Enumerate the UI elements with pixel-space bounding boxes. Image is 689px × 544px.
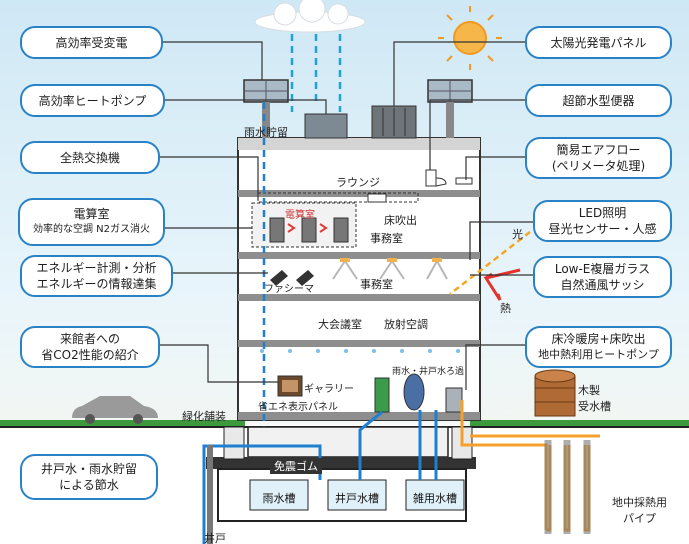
label-rain-storage: 雨水貯留 <box>244 126 288 139</box>
callout-computer-room-title: 電算室 <box>73 207 110 221</box>
callout-energy-metering-line2: エネルギーの情報達集 <box>36 277 157 291</box>
callout-lowe-glass: Low-E複層ガラス自然通風サッシ <box>533 256 672 298</box>
grass-strip-left <box>0 420 245 426</box>
callout-water-saving: 井戸水・雨水貯留による節水 <box>20 454 158 500</box>
callout-visitor-intro-line1: 来館者への <box>59 332 120 346</box>
label-gallery: ギャラリー <box>304 384 354 395</box>
callout-heat-exchanger-text: 全熱交換機 <box>59 150 120 165</box>
callout-led: LED照明昼光センサー・人感 <box>533 200 672 242</box>
label-seismic-rubber: 免震ゴム <box>270 458 322 474</box>
callout-water-saving-toilet: 超節水型便器 <box>525 84 672 117</box>
cloud-icon <box>254 0 366 33</box>
callout-floor-heating-line2: 地中熱利用ヒートポンプ <box>538 348 659 361</box>
solar-panel-left <box>243 79 289 138</box>
label-water-pump: 雨水・井戸水ろ過 <box>392 367 465 377</box>
label-computer-room: 電算室 <box>285 210 315 221</box>
callout-airflow: 簡易エアフロー (ペリメータ処理) <box>525 137 672 179</box>
callout-computer-room-sub: 効率的な空調 N2ガス消火 <box>32 224 151 235</box>
callout-heat-pump: 高効率ヒートポンプ <box>20 84 165 117</box>
callout-water-saving-line1: 井戸水・雨水貯留 <box>40 462 137 476</box>
heat-pump-unit <box>304 113 348 139</box>
connector-lines <box>160 41 533 390</box>
label-office-upper: 事務室 <box>370 232 403 245</box>
callout-lowe-glass-line2: 自然通風サッシ <box>560 278 645 292</box>
callout-airflow-line1: 簡易エアフロー <box>556 143 641 157</box>
callout-solar-panel-text: 太陽光発電パネル <box>550 35 647 50</box>
callout-energy-metering: エネルギー計測・分析エネルギーの情報達集 <box>20 255 173 297</box>
callout-led-line2: 昼光センサー・人感 <box>548 222 657 236</box>
callout-substation: 高効率受変電 <box>20 26 163 59</box>
callout-led-line1: LED照明 <box>578 206 627 220</box>
toilet-icon <box>425 169 473 187</box>
tank-rainwater: 雨水槽 <box>262 492 296 505</box>
callout-visitor-intro-line2: 省CO2性能の紹介 <box>41 348 139 362</box>
label-lounge: ラウンジ <box>336 176 380 189</box>
label-facsimile: ファシーマ <box>264 284 314 295</box>
label-light: 光 <box>512 228 523 241</box>
solar-panel-right <box>427 79 473 138</box>
label-wooden-tank-line2: 受水槽 <box>578 400 611 413</box>
car-icon <box>72 396 158 424</box>
label-geo-pipe-line2: パイプ <box>623 512 656 525</box>
callout-airflow-line2: (ペリメータ処理) <box>551 159 646 173</box>
label-floor-outlet: 床吹出 <box>384 214 417 227</box>
callout-computer-room: 電算室効率的な空調 N2ガス消火 <box>18 198 165 246</box>
callout-lowe-glass-line1: Low-E複層ガラス <box>554 262 651 276</box>
label-assembly: 大会議室 <box>318 318 362 331</box>
label-energy-panel: 省エネ表示パネル <box>258 402 338 413</box>
label-wooden-tank: 木製受水槽 <box>578 382 611 414</box>
label-geo-pipe: 地中採熱用パイプ <box>612 494 667 526</box>
callout-toilet-text: 超節水型便器 <box>562 93 635 108</box>
tank-well-water: 井戸水槽 <box>335 492 379 505</box>
tank-utility-water: 雑用水槽 <box>413 492 457 505</box>
sun-icon <box>438 6 502 70</box>
grass-strip-right <box>470 420 689 426</box>
callout-floor-heating: 床冷暖房+床吹出地中熱利用ヒートポンプ <box>525 326 672 368</box>
label-office-lower: 事務室 <box>360 278 393 291</box>
label-wooden-tank-line1: 木製 <box>578 384 600 397</box>
label-heat: 熱 <box>500 302 511 315</box>
callout-heat-pump-text: 高効率ヒートポンプ <box>38 93 147 108</box>
callout-energy-metering-line1: エネルギー計測・分析 <box>36 261 157 275</box>
callout-heat-exchanger: 全熱交換機 <box>20 141 160 174</box>
label-geo-pipe-line1: 地中採熱用 <box>612 496 667 509</box>
callout-floor-heating-line1: 床冷暖房+床吹出 <box>551 332 646 346</box>
callout-solar-panel: 太陽光発電パネル <box>525 26 672 59</box>
callout-visitor-intro: 来館者への省CO2性能の紹介 <box>20 326 160 368</box>
rain-lines <box>290 34 342 112</box>
wooden-tank <box>534 369 576 417</box>
label-well: 井戸 <box>204 532 226 544</box>
callout-substation-text: 高効率受変電 <box>55 35 128 50</box>
label-greening: 緑化舗装 <box>182 410 226 423</box>
callout-water-saving-line2: による節水 <box>59 478 119 492</box>
label-radiant: 放射空調 <box>384 318 428 331</box>
